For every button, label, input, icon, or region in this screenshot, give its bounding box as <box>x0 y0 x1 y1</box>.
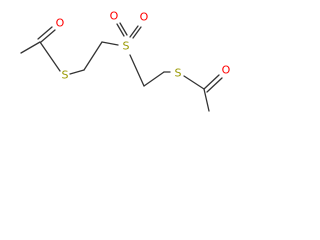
sulfur-atom-right: S <box>175 67 182 80</box>
molecule-canvas: S O S O O S O <box>0 0 251 134</box>
bond-carbonyl-o-right-b <box>206 77 223 93</box>
bond-ch2-ch2-left <box>83 41 103 71</box>
bond-s-center-o-top-right-b <box>132 26 142 39</box>
oxygen-atom-top-right: O <box>140 11 149 24</box>
sulfur-atom-center: S <box>123 40 130 53</box>
bond-carbonyl-o-left-b <box>37 26 53 40</box>
bond-s-center-ch2-right <box>129 54 145 87</box>
bond-s-right-carbonyl <box>183 75 205 90</box>
bond-s-center-o-top-right-a <box>129 25 139 38</box>
oxygen-atom-top-left: O <box>110 10 119 23</box>
bond-s-center-o-top-left-a <box>116 23 125 37</box>
oxygen-atom-right: O <box>222 64 231 77</box>
molecule-structure: S O S O O S O <box>20 10 231 112</box>
bond-ch2-s-center-left <box>101 41 119 46</box>
bond-carbonyl-o-left-a <box>40 29 56 43</box>
bond-carbonyl-o-right-a <box>203 74 220 90</box>
bond-ch3-carbonyl-left <box>20 41 41 54</box>
bond-carbonyl-s-left <box>39 41 61 72</box>
bond-ch2-ch2-right <box>143 71 165 87</box>
bond-s-center-o-top-left-b <box>119 22 128 36</box>
oxygen-atom-left: O <box>56 17 65 30</box>
sulfur-atom-left: S <box>62 69 69 82</box>
bond-s-left-ch2 <box>69 69 85 75</box>
bond-carbonyl-ch3-right <box>203 88 210 112</box>
